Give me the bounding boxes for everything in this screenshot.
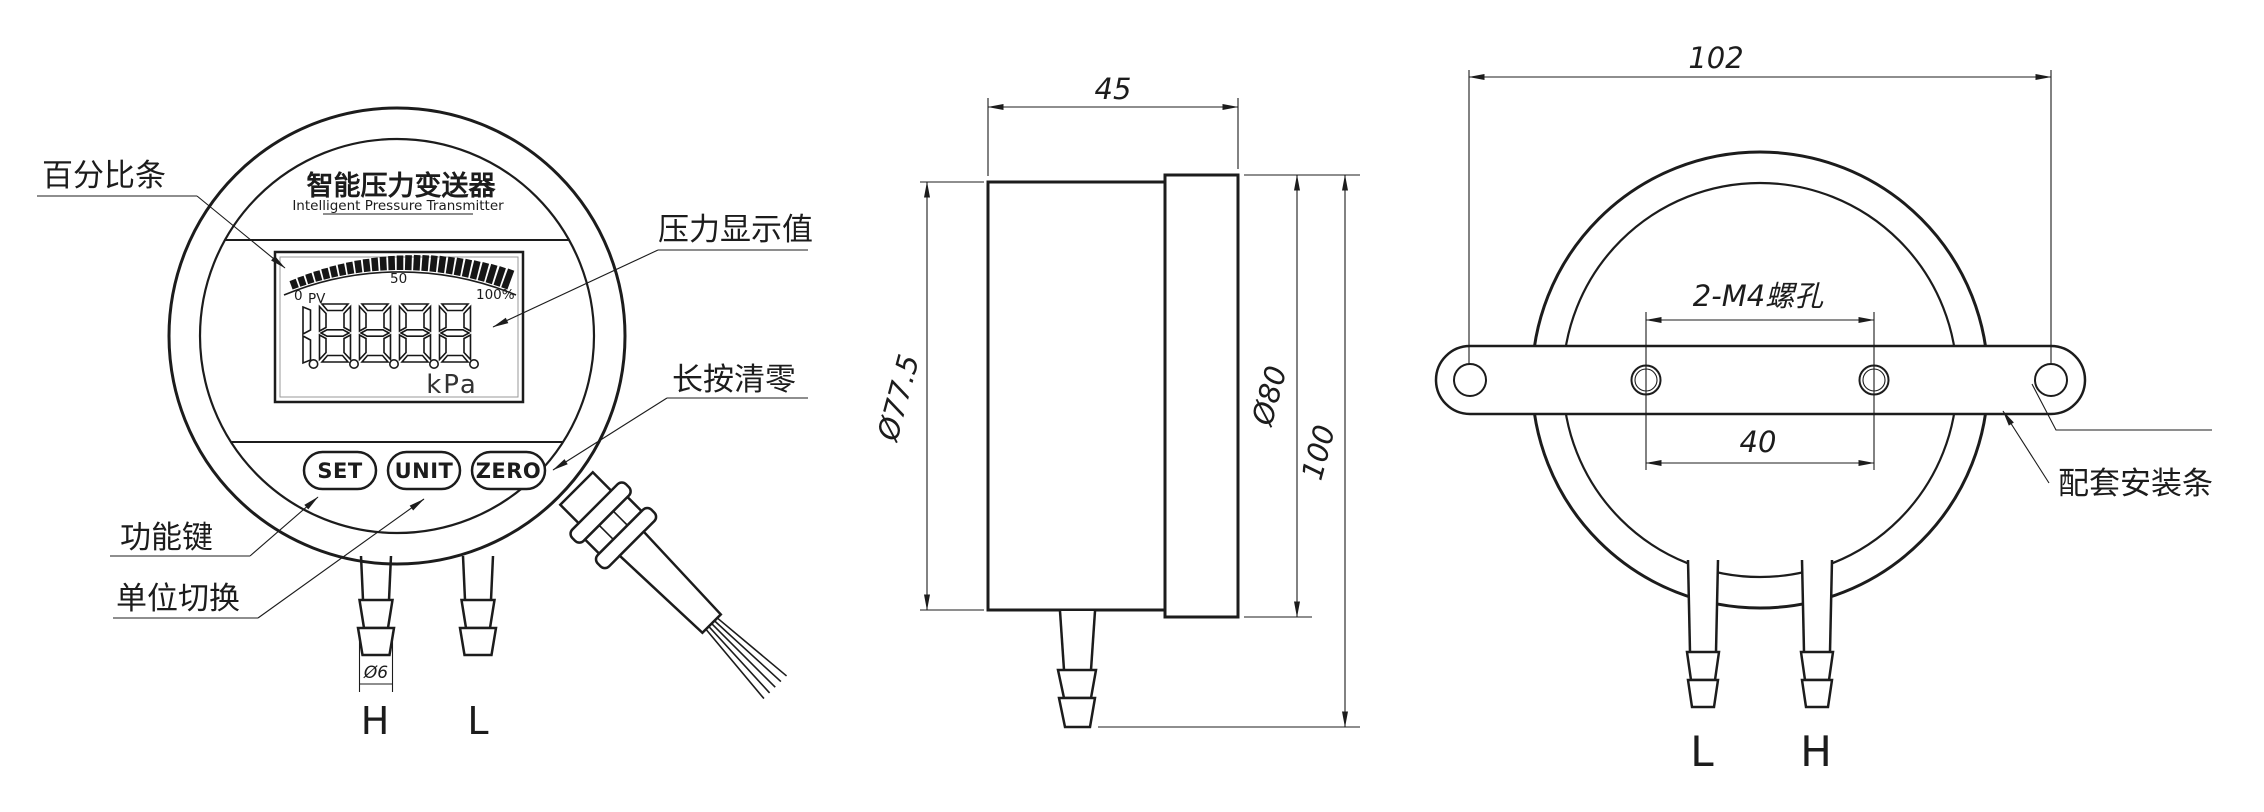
callout-percent-bar: 百分比条	[37, 158, 286, 269]
lcd-tick-max: 100%	[476, 287, 515, 303]
bargraph-segment	[437, 255, 447, 274]
thread-holes-text: 2-M4螺孔	[1693, 279, 1824, 313]
bargraph-segment	[493, 266, 506, 287]
zero-button: ZERO	[470, 450, 547, 491]
bargraph-segment	[297, 275, 307, 287]
side-body	[986, 180, 1167, 612]
side-nipple	[1056, 610, 1098, 729]
bargraph-segment	[371, 257, 379, 272]
bargraph-segment	[337, 263, 347, 276]
set-button-label: SET	[317, 459, 362, 483]
bargraph-segment	[321, 267, 331, 280]
lcd-tick-mid: 50	[390, 271, 407, 287]
front-port-h	[356, 555, 396, 657]
dim-thread-holes: 2-M4螺孔 40	[1645, 279, 1875, 470]
callout-pressure-value-text: 压力显示值	[658, 212, 813, 248]
device-title: 智能压力变送器	[307, 170, 497, 202]
bargraph-segment	[362, 258, 371, 273]
front-outer-case	[167, 106, 627, 566]
rear-view: 102 2-M4螺孔 40 配套安装条 L H	[1434, 41, 2213, 776]
front-port-l-label: L	[467, 699, 488, 743]
callout-unit-switch-text: 单位切换	[116, 581, 240, 617]
bargraph-segment	[313, 270, 323, 282]
rear-port-h	[1799, 559, 1835, 709]
dim-port-diameter: Ø6	[358, 632, 394, 692]
bargraph-segment	[421, 255, 430, 272]
bargraph-segment	[289, 278, 299, 290]
callout-mounting-strip: 配套安装条	[2002, 383, 2213, 502]
callout-long-press-zero: 长按清零	[552, 362, 808, 471]
callout-mounting-strip-text: 配套安装条	[2058, 466, 2213, 502]
bargraph-segment	[477, 262, 490, 282]
bargraph-segment	[329, 265, 339, 278]
dim-depth-45: 45	[987, 72, 1239, 176]
set-button: SET	[302, 450, 378, 491]
bargraph-segment	[379, 256, 387, 271]
front-port-l	[458, 555, 498, 657]
dim-body-diameter: Ø77.5	[870, 181, 984, 611]
dim-total-height-text: 100	[1295, 421, 1342, 483]
bargraph-segment	[461, 258, 473, 278]
rear-port-l	[1685, 559, 1721, 709]
dim-overall-text: 102	[1688, 41, 1743, 75]
bargraph-segment	[396, 255, 404, 270]
strip-end-hole-left	[1453, 363, 1487, 397]
front-bezel-ring	[198, 137, 596, 535]
callout-percent-bar-text: 百分比条	[42, 158, 166, 194]
unit-button: UNIT	[386, 450, 462, 491]
callout-long-press-zero-text: 长按清零	[672, 362, 796, 398]
side-bezel	[1163, 173, 1240, 619]
side-view: 45 Ø77.5 Ø80 100	[870, 72, 1360, 729]
callout-function-key-text: 功能键	[120, 520, 213, 556]
bargraph-segment	[429, 255, 438, 273]
callout-function-key: 功能键	[110, 496, 319, 557]
lcd-bargraph-baseline	[283, 271, 517, 296]
bargraph-segment	[345, 261, 355, 275]
strip-end-hole-right	[2034, 363, 2068, 397]
rear-port-h-label: H	[1800, 727, 1832, 776]
bargraph-segment	[445, 256, 455, 275]
lcd-tick-pv: PV	[308, 291, 326, 307]
device-subtitle: Intelligent Pressure Transmitter	[292, 198, 504, 214]
zero-button-label: ZERO	[476, 459, 542, 483]
bargraph-segment	[305, 272, 315, 285]
dim-port-diameter-text: Ø6	[363, 663, 388, 683]
mounting-strip	[1434, 344, 2087, 416]
lcd-tick-zero: 0	[294, 288, 303, 304]
dim-body-diameter-text: Ø77.5	[870, 351, 926, 445]
bargraph-segment	[404, 255, 412, 271]
bargraph-segment	[501, 268, 515, 290]
callout-pressure-value: 压力显示值	[492, 212, 813, 328]
bargraph-segment	[354, 260, 363, 274]
lcd-digits	[302, 303, 479, 369]
lcd-unit: kPa	[426, 370, 478, 400]
bargraph-segment	[469, 260, 481, 280]
dim-bezel-diameter: Ø80	[1244, 174, 1360, 618]
front-view: 0 PV 50 100% kPa 智能压力变送器 Intelligent Pre…	[37, 106, 813, 743]
dim-overall-102: 102	[1468, 41, 2052, 364]
bargraph-segment	[485, 263, 498, 285]
bargraph-segment	[453, 257, 464, 276]
dim-bezel-diameter-text: Ø80	[1245, 362, 1294, 429]
unit-button-label: UNIT	[395, 459, 454, 483]
lcd-bargraph	[289, 254, 515, 290]
rear-port-l-label: L	[1690, 727, 1714, 776]
bargraph-segment	[413, 254, 421, 271]
cable-gland	[558, 470, 788, 700]
dim-depth-text: 45	[1095, 72, 1132, 106]
front-port-h-label: H	[361, 699, 390, 743]
cable-wires	[705, 617, 788, 700]
callout-unit-switch: 单位切换	[113, 498, 425, 619]
bargraph-segment	[388, 255, 396, 271]
dim-hole-spacing-text: 40	[1740, 425, 1777, 459]
